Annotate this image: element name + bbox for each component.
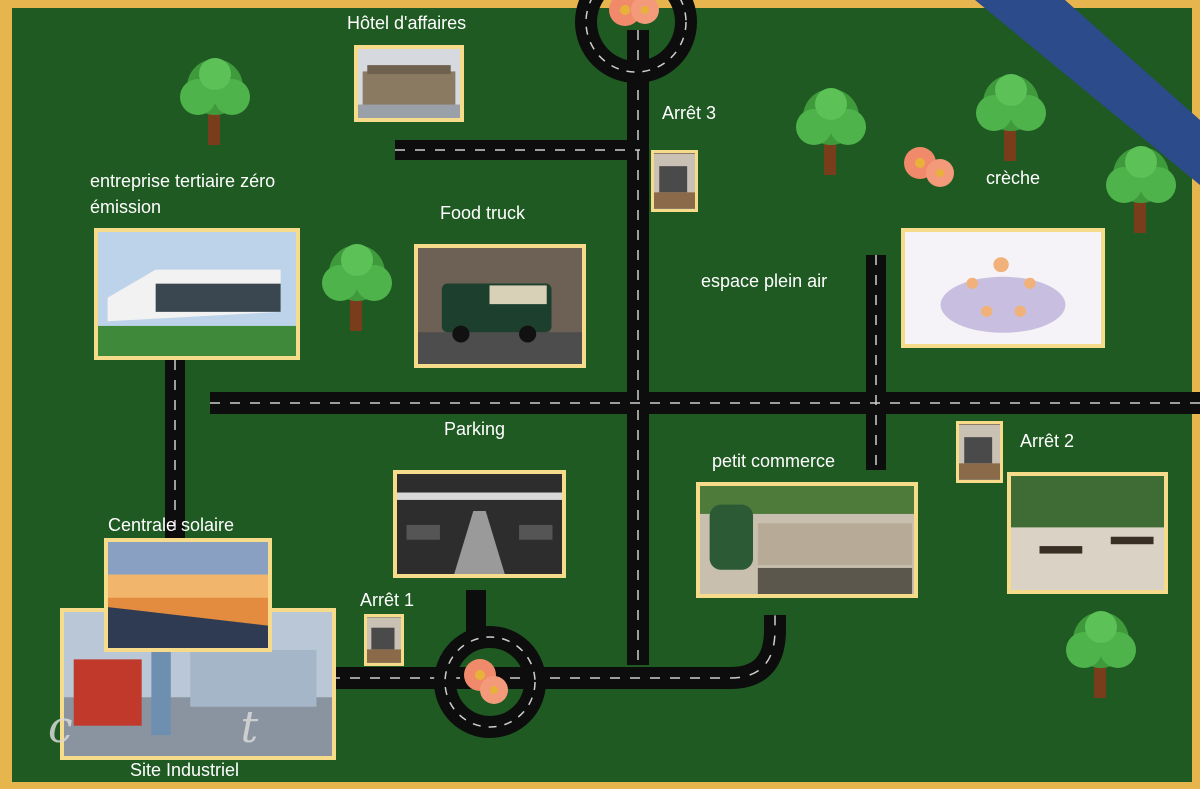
tertiaire-photo xyxy=(94,228,300,360)
label-hotel: Hôtel d'affaires xyxy=(347,13,467,33)
label-parking: Parking xyxy=(444,419,506,439)
parking-photo xyxy=(393,470,566,578)
label-centrale-solaire: Centrale solaire xyxy=(108,515,235,535)
centrale-solaire-photo xyxy=(104,538,272,652)
label-site-industriel: Site Industriel xyxy=(130,760,240,780)
creche-photo xyxy=(901,228,1105,348)
handwriting-decoration: c t xyxy=(48,702,259,753)
flower-icon xyxy=(464,659,508,704)
tree-icon xyxy=(180,58,250,145)
label-arret-2: Arrêt 2 xyxy=(1020,431,1075,451)
tree-icon xyxy=(976,74,1046,161)
tree-icon xyxy=(796,88,866,175)
bus-stop-icon xyxy=(651,150,698,212)
river xyxy=(975,0,1200,185)
hotel-photo xyxy=(354,45,464,122)
tree-icon xyxy=(322,244,392,331)
label-arret-3: Arrêt 3 xyxy=(662,103,717,123)
petit-commerce-photo xyxy=(696,482,918,598)
label-espace-plein-air: espace plein air xyxy=(701,271,828,291)
tree-icon xyxy=(1106,146,1176,233)
label-food-truck: Food truck xyxy=(440,203,526,223)
flower-icon xyxy=(904,147,954,187)
bus-stop-icon xyxy=(364,614,404,666)
espace-plein-air-photo xyxy=(1007,472,1168,594)
label-arret-1: Arrêt 1 xyxy=(360,590,415,610)
label-petit-commerce: petit commerce xyxy=(712,451,836,471)
bus-stop-icon xyxy=(956,421,1003,483)
label-tertiaire: entreprise tertiaire zéro émission xyxy=(90,171,276,217)
label-creche: crèche xyxy=(986,168,1041,188)
food-truck-photo xyxy=(414,244,586,368)
flower-icon xyxy=(609,0,659,26)
tree-icon xyxy=(1066,611,1136,698)
